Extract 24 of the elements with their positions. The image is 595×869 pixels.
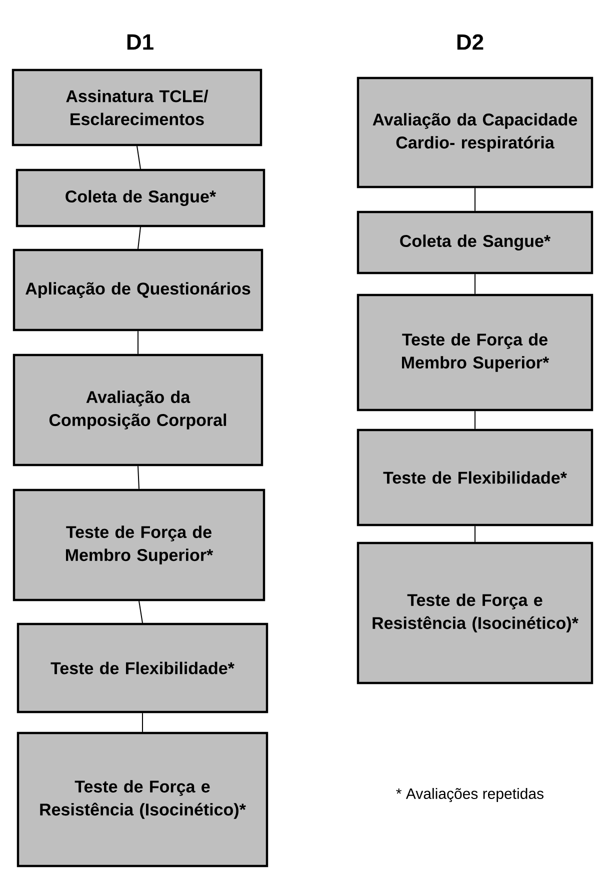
connector-line [138, 600, 143, 624]
process-box: Assinatura TCLE/ Esclarecimentos [12, 68, 262, 146]
process-box: Avaliação da Composição Corporal [12, 354, 264, 466]
process-box: Coleta de Sangue* [16, 168, 266, 228]
connector-line [474, 526, 476, 542]
connector-line [138, 226, 141, 250]
process-box: Teste de Flexibilidade* [356, 428, 594, 526]
connector-line [474, 274, 476, 294]
column-heading: D2 [457, 34, 484, 50]
process-box: Coleta de Sangue* [356, 210, 594, 274]
process-box: Teste de Força e Resistência (Isocinético)* [16, 732, 268, 868]
connector-line [142, 712, 143, 732]
footnote: * Avaliações repetidas [396, 788, 544, 802]
connector-line [474, 410, 476, 430]
process-box: Teste de Força de Membro Superior* [12, 488, 266, 602]
process-box: Teste de Força de Membro Superior* [356, 294, 594, 412]
process-box: Teste de Força e Resistência (Isocinético)* [356, 542, 594, 684]
column-heading: D1 [127, 34, 154, 50]
connector-line [474, 188, 476, 212]
connector-line [138, 466, 140, 490]
process-box: Avaliação da Capacidade Cardio- respiratória [356, 76, 594, 188]
process-box: Teste de Flexibilidade* [16, 622, 268, 714]
connector-line [136, 146, 141, 170]
process-box: Aplicação de Questionários [12, 248, 264, 332]
